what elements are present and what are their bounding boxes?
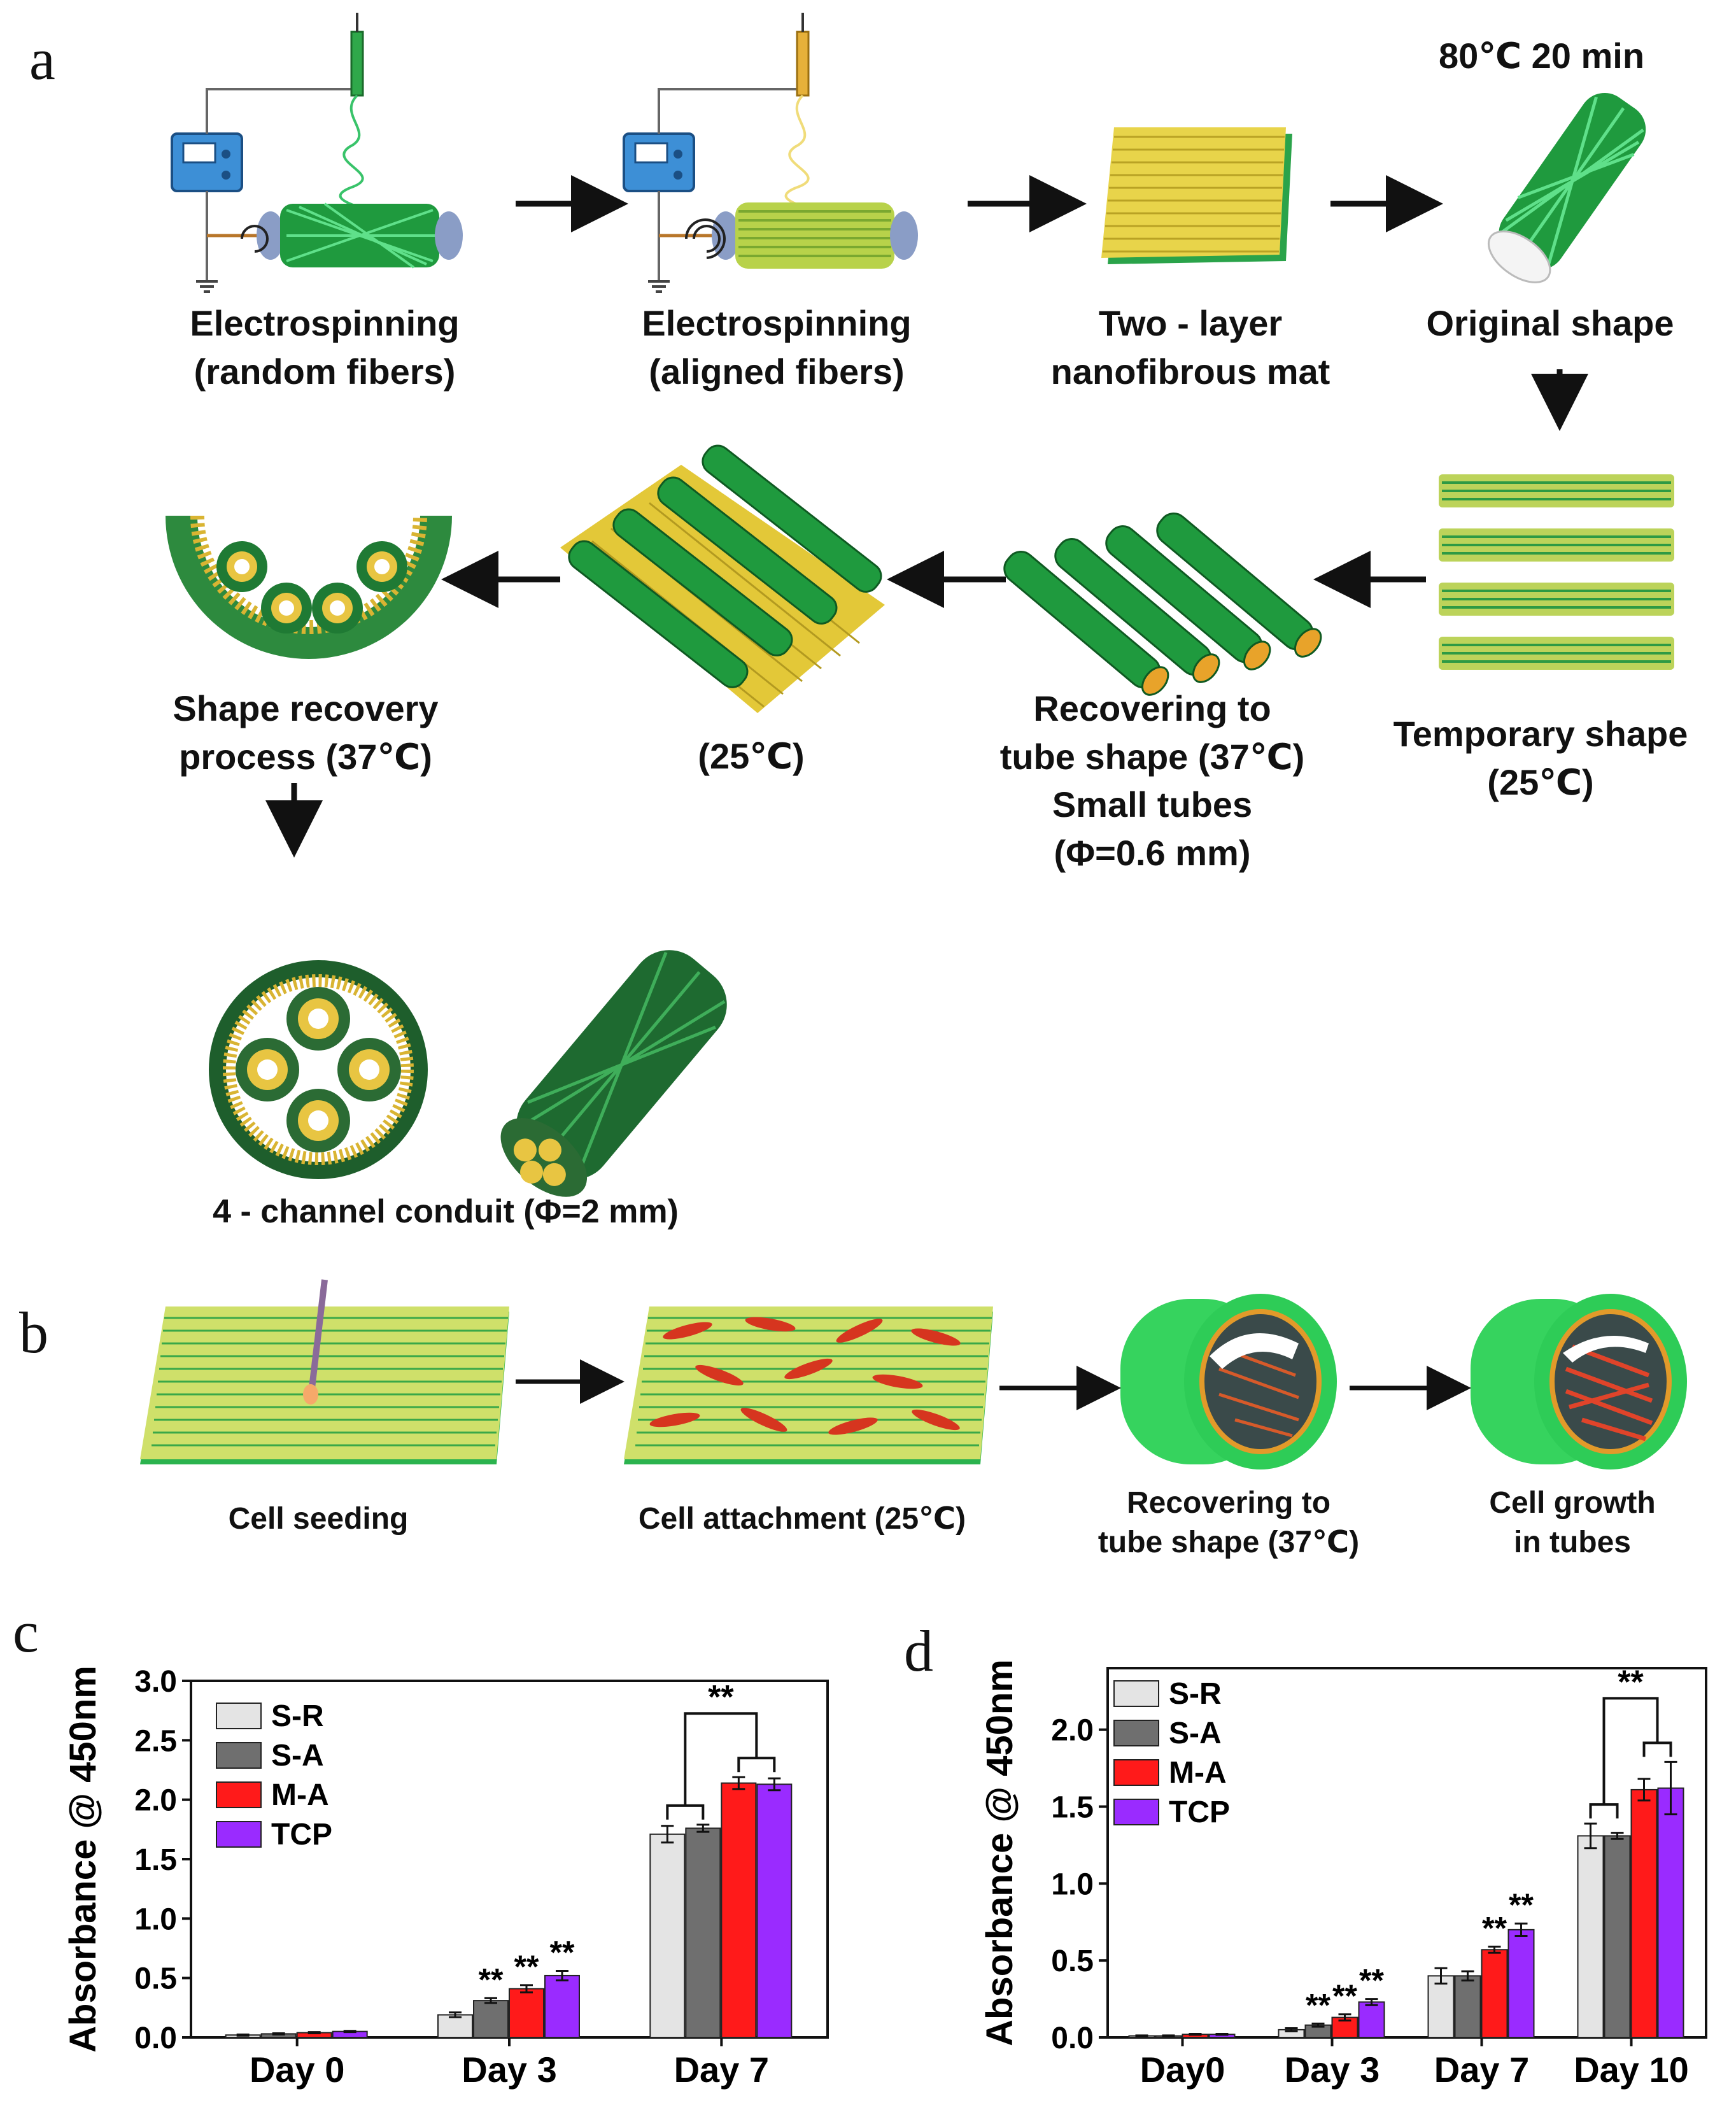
bar [757,1784,791,2037]
bar [509,1988,544,2037]
significance-label: ** [1509,1887,1534,1923]
bracket-right [738,1758,774,1772]
bar [1482,1950,1507,2037]
y-tick-label: 0.0 [1051,2021,1094,2055]
legend-label: TCP [271,1818,332,1852]
bar [721,1783,756,2037]
chart-c: 0.00.51.01.52.02.53.0Absorbance @ 450nmD… [83,1649,898,2107]
significance-label: ** [708,1679,734,1716]
bracket-right [1644,1743,1671,1757]
panel-c-letter: c [13,1598,39,1666]
conduit-tube-illustration [484,949,751,1191]
y-tick-label: 3.0 [134,1665,177,1699]
x-tick-label: Day 0 [250,2050,344,2090]
legend-label: S-A [1169,1717,1222,1750]
significance-label: ** [1332,1978,1357,2014]
legend-swatch [216,1703,261,1729]
y-tick-label: 1.5 [134,1843,177,1877]
legend-label: M-A [1169,1756,1227,1790]
bar [650,1834,684,2037]
x-tick-label: Day 3 [1285,2050,1380,2090]
legend-swatch [1114,1799,1159,1825]
significance-label: ** [1482,1910,1507,1946]
legend-label: S-A [271,1739,324,1773]
y-tick-label: 1.0 [134,1902,177,1936]
x-tick-label: Day 10 [1574,2050,1689,2090]
legend-swatch [216,1743,261,1768]
caption-small-tubes: Recovering totube shape (37℃) Small tube… [955,684,1350,877]
legend-label: M-A [271,1778,329,1812]
bar [1658,1788,1684,2038]
legend-label: S-R [271,1699,324,1733]
bar [1632,1790,1657,2037]
y-tick-label: 0.5 [134,1962,177,1996]
y-axis-label: Absorbance @ 450nm [62,1666,104,2053]
bracket-top [1604,1698,1658,1804]
bracket-left [667,1806,703,1820]
y-tick-label: 2.5 [134,1724,177,1758]
bar [1359,2002,1385,2037]
caption-cell-seeding: Cell seeding [159,1499,477,1539]
y-tick-label: 0.0 [134,2021,177,2055]
legend-swatch [1114,1760,1159,1785]
bar [1605,1836,1630,2037]
legend-swatch [216,1822,261,1847]
conduit-cross-section-illustration [204,955,433,1184]
significance-label: ** [514,1949,539,1985]
x-tick-label: Day 7 [674,2050,769,2090]
bar [438,2015,472,2037]
bar [1509,1930,1534,2037]
bar [1429,1976,1454,2037]
x-tick-label: Day0 [1140,2050,1225,2090]
bracket-left [1591,1804,1618,1818]
legend-swatch [1114,1720,1159,1746]
legend-swatch [216,1782,261,1808]
legend-label: S-R [1169,1677,1222,1711]
panel-d-letter: d [904,1617,933,1685]
caption-cell-growth: Cell growthin tubes [1420,1483,1725,1563]
caption-conduit: 4 - channel conduit (Φ=2 mm) [172,1191,719,1234]
y-tick-label: 2.0 [134,1784,177,1818]
caption-recovering: Recovering totube shape (37℃) [1050,1483,1407,1563]
significance-label: ** [1359,1963,1384,1999]
y-tick-label: 0.5 [1051,1944,1094,1978]
caption-shape-recovery: Shape recoveryprocess (37℃) [127,684,484,781]
legend-label: TCP [1169,1795,1230,1829]
y-axis-label: Absorbance @ 450nm [979,1659,1020,2046]
caption-temporary-shape: Temporary shape(25℃) [1362,710,1719,806]
y-tick-label: 1.5 [1051,1791,1094,1825]
bar [686,1828,720,2037]
bar [545,1976,579,2037]
significance-label: ** [550,1934,575,1970]
legend-swatch [1114,1681,1159,1706]
y-tick-label: 2.0 [1051,1714,1094,1748]
significance-label: ** [1618,1664,1644,1701]
bar [474,2000,508,2037]
caption-cell-attachment: Cell attachment (25℃) [573,1499,1031,1539]
x-tick-label: Day 7 [1434,2050,1529,2090]
significance-label: ** [1306,1987,1330,2023]
caption-tubes-on-mat: (25℃) [637,732,866,781]
bar [1578,1836,1604,2037]
significance-label: ** [479,1962,504,1997]
chart-d: 0.0 0.5 1.0 1.5 2.0 Absorbance @ 450nmDay0 Day… [980,1649,1732,2107]
y-tick-label: 1.0 [1051,1867,1094,1901]
arrows-panel-b [0,1273,1736,1464]
bar [1455,1976,1481,2037]
x-tick-label: Day 3 [462,2050,556,2090]
